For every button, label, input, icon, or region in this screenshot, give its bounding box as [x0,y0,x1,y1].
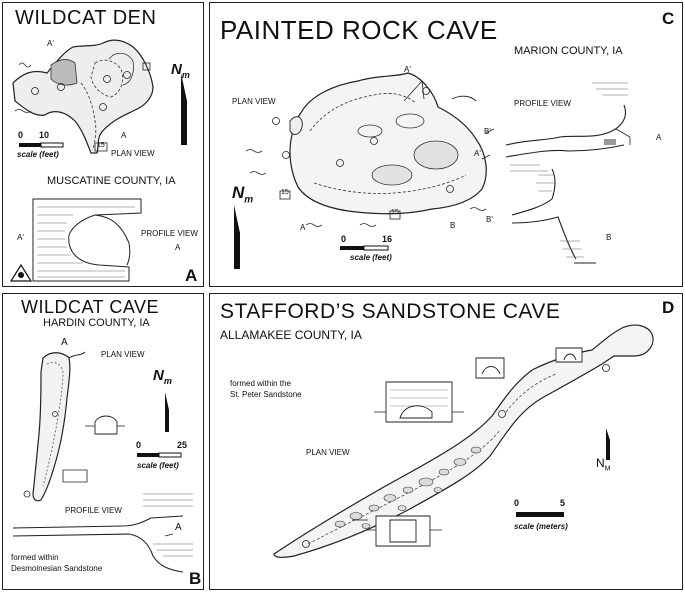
panel-b-north-label: Nm [153,367,172,386]
panel-d-letter: D [662,298,675,317]
panel-c-mark-a: A [300,223,306,232]
panel-c-datum-2: 15 [391,209,399,216]
panel-b-scale-zero: 0 [136,440,142,450]
panel-b-scale-max: 25 [177,440,188,450]
panel-d-north-sub: M [604,465,611,473]
panel-a-mark-a: A [121,131,127,140]
panel-b-plan-map [12,351,193,573]
panel-d-scale-max: 5 [560,498,566,508]
panel-b-county: HARDIN COUNTY, IA [43,317,150,329]
panel-d-plan-view-label: PLAN VIEW [306,448,350,457]
panel-c-plan-view-label: PLAN VIEW [232,97,276,106]
panel-b-north-sub: m [163,376,172,386]
panel-d-note: formed within the St. Peter Sandstone [230,379,302,399]
panel-c-scale-unit: scale (feet) [350,253,392,262]
panel-a-wildcat-den: WILDCAT DEN A' A 15 Nm 0 10 scal [2,2,204,287]
panel-c-profile-mark-b-prime: B' [486,215,493,224]
panel-c-mark-b: B [450,221,456,230]
panel-c-north-sub: m [244,194,254,206]
panel-c-scale-max: 16 [382,234,393,244]
panel-a-county: MUSCATINE COUNTY, IA [47,175,176,187]
panel-c-county: MARION COUNTY, IA [514,45,623,57]
panel-b-north-n: N [153,367,164,384]
panel-a-north-sub: m [181,70,190,80]
panel-c-profile-mark-b: B [606,233,612,242]
panel-c-mark-a-prime: A' [404,65,411,74]
panel-a-scale-unit: scale (feet) [17,150,59,159]
panel-d-county: ALLAMAKEE COUNTY, IA [220,328,362,342]
panel-d-north-n: N [596,456,605,470]
panel-a-letter: A [185,266,198,285]
panel-a-mark-a-prime: A' [47,39,54,48]
panel-c-mark-b-prime: B' [484,127,491,136]
panel-c-painted-rock-cave: PAINTED ROCK CAVE MARION COUNTY, IA [209,2,683,287]
panel-c-scale-zero: 0 [341,234,347,244]
panel-a-scale-max: 10 [39,130,50,140]
panel-c-plan-map [234,72,631,269]
panel-b-scale-unit: scale (feet) [137,461,179,470]
panel-d-north-label: NM [596,456,611,472]
panel-c-letter: C [662,9,675,28]
panel-d-plan-map [273,324,654,558]
panel-b-profile-mark-a: A [175,522,182,533]
panel-a-plan-view-label: PLAN VIEW [111,149,155,158]
panel-c-datum-1: 15 [281,189,289,196]
panel-b-mark-a: A [61,337,68,348]
panel-a-profile-mark-a-prime: A' [17,233,24,242]
panel-a-title: WILDCAT DEN [15,7,157,29]
panel-b-note: formed within Desmoinesian Sandstone [11,553,103,573]
panel-c-profile-mark-a-prime: A' [474,149,481,158]
panel-b-plan-view-label: PLAN VIEW [101,350,145,359]
panel-c-title: PAINTED ROCK CAVE [220,15,498,45]
panel-d-scale-unit: scale (meters) [514,522,568,531]
panel-d-title: STAFFORD’S SANDSTONE CAVE [220,300,561,323]
panel-a-plan-map [9,39,187,282]
panel-a-north-n: N [171,61,182,78]
panel-d-staffords-sandstone-cave: STAFFORD’S SANDSTONE CAVE ALLAMAKEE COUN… [209,293,683,590]
panel-c-profile-view-label: PROFILE VIEW [514,99,571,108]
panel-c-north-n: N [232,183,245,202]
panel-b-profile-view-label: PROFILE VIEW [65,506,122,515]
panel-b-wildcat-cave: WILDCAT CAVE HARDIN COUNTY, IA A PLAN VI… [2,293,204,590]
panel-a-profile-mark-a: A [175,243,181,252]
panel-c-north-label: Nm [232,183,253,205]
panel-a-north-label: Nm [171,61,190,80]
panel-d-scale-zero: 0 [514,498,520,508]
panel-b-title: WILDCAT CAVE [21,297,160,317]
panel-a-datum: 15 [97,142,105,149]
panel-a-scale-zero: 0 [18,130,24,140]
panel-c-profile-mark-a: A [656,133,662,142]
panel-b-letter: B [189,569,202,588]
panel-a-profile-view-label: PROFILE VIEW [141,229,198,238]
